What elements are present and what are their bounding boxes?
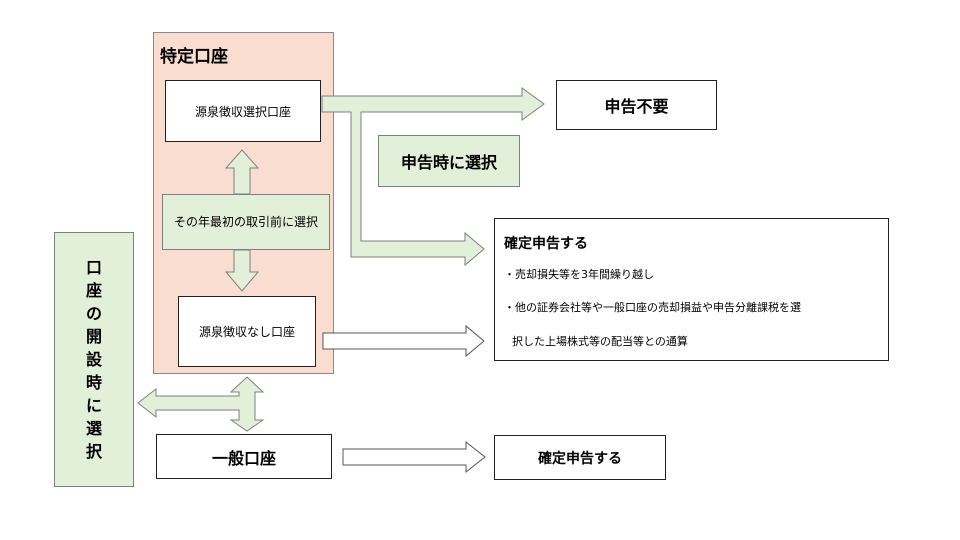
first-trade-selection-box: その年最初の取引前に選択: [162, 194, 330, 250]
arrow-nashi-to-tax-return: [322, 324, 485, 358]
tax-return-detail-line-1: ・売却損失等を3年間繰り越し: [504, 268, 654, 281]
select-at-filing-box: 申告時に選択: [378, 135, 520, 187]
select-at-opening-char: 座: [85, 281, 102, 300]
select-at-opening-char: 口: [85, 258, 102, 277]
select-at-opening-char: 時: [85, 373, 102, 392]
three-way-arrow: [137, 376, 265, 432]
select-at-opening-char: に: [85, 396, 102, 415]
select-at-filing-label: 申告時に選択: [400, 153, 497, 172]
tax-return-detail-line-2: ・他の証券会社等や一般口座の売却損益や申告分離課税を選: [504, 301, 801, 314]
select-at-opening-char: 設: [85, 350, 102, 369]
first-trade-selection-label: その年最初の取引前に選択: [173, 214, 318, 229]
gensen-choushuu-nashi-box: 源泉徴収なし口座: [178, 296, 316, 367]
no-filing-box: 申告不要: [556, 80, 717, 130]
select-at-opening-label: 口座の開設時に選択: [86, 256, 102, 463]
select-at-opening-char: 択: [85, 442, 102, 461]
gensen-choushuu-sentaku-box: 源泉徴収選択口座: [165, 80, 321, 142]
select-at-opening-char: 選: [85, 419, 102, 438]
select-at-opening-char: の: [85, 304, 102, 323]
select-at-opening-char: 開: [85, 327, 102, 346]
tax-return-label: 確定申告する: [538, 450, 622, 467]
no-filing-label: 申告不要: [604, 97, 669, 116]
tax-return-box: 確定申告する: [494, 435, 666, 480]
double-arrow-lower: [224, 249, 260, 292]
arrow-general-to-tax-return: [342, 440, 486, 474]
double-arrow-upper: [224, 149, 260, 195]
gensen-choushuu-nashi-label: 源泉徴収なし口座: [198, 325, 295, 339]
general-account-box: 一般口座: [156, 434, 332, 479]
tax-return-detail-title: 確定申告する: [504, 236, 588, 252]
tokutei-account-title: 特定口座: [160, 47, 228, 67]
select-at-opening-box: 口座の開設時に選択: [54, 232, 134, 487]
tax-return-detail-box: [494, 218, 889, 361]
elbow-arrow-to-no-filing-and-tax-return: [321, 87, 545, 267]
gensen-choushuu-sentaku-label: 源泉徴収選択口座: [194, 104, 291, 119]
general-account-label: 一般口座: [211, 448, 276, 468]
tax-return-detail-line-3: 択した上場株式等の配当等との通算: [512, 335, 688, 348]
